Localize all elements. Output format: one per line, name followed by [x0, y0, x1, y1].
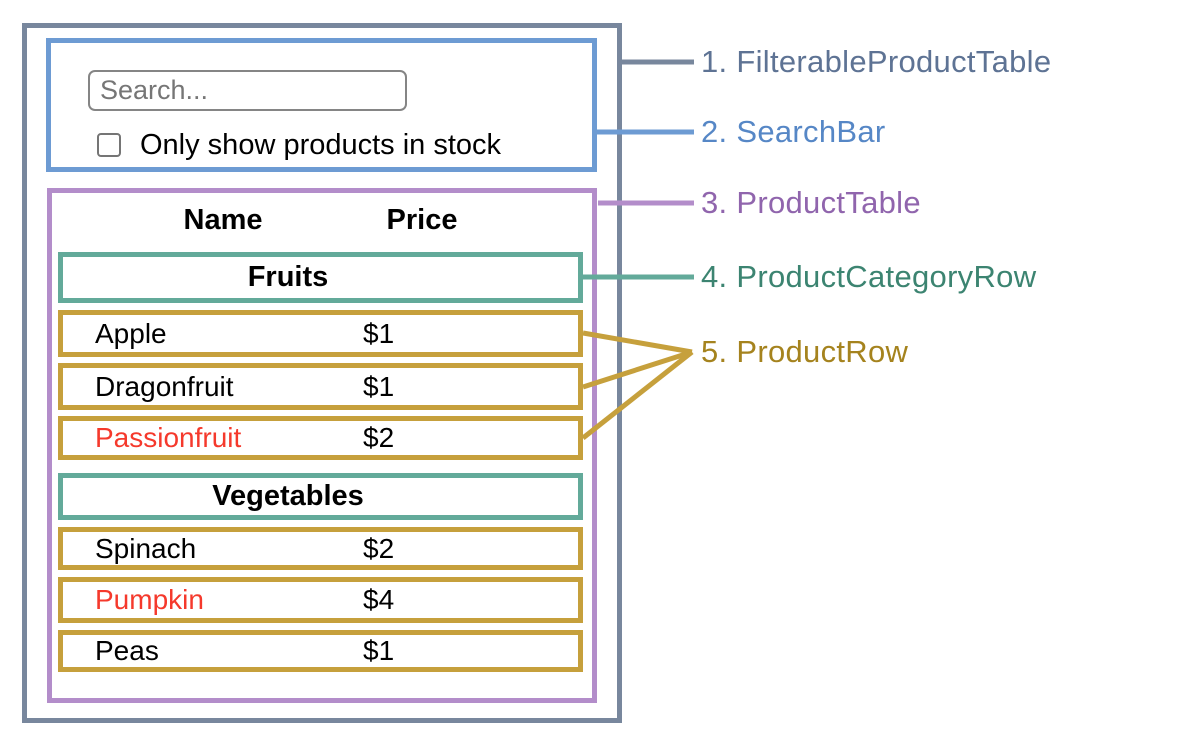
search-input[interactable]	[88, 70, 407, 111]
price-column-header: Price	[386, 204, 458, 236]
label-product-category-row: 4. ProductCategoryRow	[701, 259, 1037, 294]
product-price: $2	[363, 532, 395, 564]
in-stock-checkbox-label: Only show products in stock	[140, 129, 502, 161]
product-category-row: Fruits	[58, 252, 583, 303]
product-row: Spinach $2	[58, 527, 583, 570]
product-name: Passionfruit	[95, 422, 242, 453]
label-search-bar: 2. SearchBar	[701, 114, 886, 149]
product-name: Pumpkin	[95, 584, 204, 615]
product-row: Peas $1	[58, 630, 583, 672]
product-price: $2	[363, 422, 395, 453]
label-product-row: 5. ProductRow	[701, 334, 909, 369]
product-row: Dragonfruit $1	[58, 363, 583, 410]
product-name: Peas	[95, 635, 159, 666]
product-row: Apple $1	[58, 310, 583, 357]
product-price: $1	[363, 317, 395, 349]
product-table-box	[47, 188, 597, 703]
product-name: Dragonfruit	[95, 370, 234, 402]
search-bar-box	[46, 38, 597, 172]
product-name: Apple	[95, 317, 167, 349]
product-price: $1	[363, 370, 395, 402]
product-price: $1	[363, 635, 395, 666]
product-row: Passionfruit $2	[58, 416, 583, 460]
name-column-header: Name	[183, 204, 263, 236]
product-category-row: Vegetables	[58, 473, 583, 520]
category-title: Vegetables	[212, 480, 364, 512]
category-title: Fruits	[247, 261, 329, 293]
product-name: Spinach	[95, 532, 197, 564]
label-product-table: 3. ProductTable	[701, 185, 921, 220]
product-price: $4	[363, 584, 395, 615]
in-stock-checkbox[interactable]	[97, 133, 121, 157]
product-row: Pumpkin $4	[58, 577, 583, 623]
label-filterable-product-table: 1. FilterableProductTable	[701, 44, 1052, 79]
